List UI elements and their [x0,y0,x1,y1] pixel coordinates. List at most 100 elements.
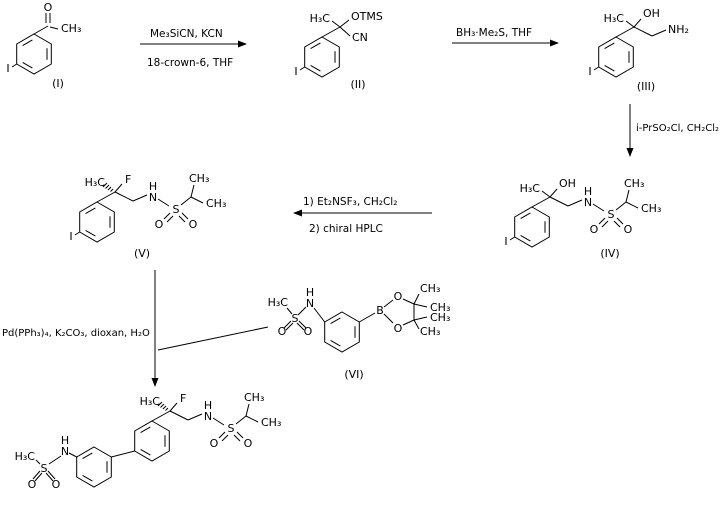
bonds [74,183,204,236]
atom-isopropyl-methyl-right: CH₃ [206,197,226,210]
atom-sulfonyl-oxygen-right: O [244,437,253,450]
bonds [283,293,428,331]
atom-isopropyl-methyl-right: CH₃ [641,202,661,215]
structure-product-right: H₃C F H N S O O CH₃ CH₃ [134,391,281,462]
atom-isopropyl-methyl-top: CH₃ [189,172,209,185]
bonds [151,402,259,442]
atom-methyl: H₃C [604,12,625,25]
atom-carbonyl-oxygen: O [44,1,53,14]
atom-nh-hydrogen: H [204,399,212,412]
atom-sulfonyl-oxygen-left: O [278,325,287,338]
structure-label-IV: (IV) [600,247,619,260]
atom-sulfonyl-oxygen-right: O [304,325,313,338]
structure-label-III: (III) [637,80,655,93]
atom-sulfonyl-oxygen-right: O [189,218,198,231]
reagent-step4-line1: 1) Et₂NSF₃, CH₂Cl₂ [303,196,397,208]
atom-pinacol-methyl-4: CH₃ [420,325,440,338]
atom-sulfonyl-oxygen-left: O [210,437,219,450]
atom-pinacol-methyl-3: CH₃ [430,311,450,324]
structure-label-I: (I) [52,77,64,90]
atom-iodine: I [294,65,297,78]
stereo-hash-bond [157,401,169,411]
atom-iodine: I [504,235,507,248]
atom-sulfonyl-oxygen-left: O [590,223,599,236]
atom-nitrogen: N [149,191,157,204]
reagent-texts: Me₃SiCN, KCN 18-crown-6, THF BH₃·Me₂S, T… [2,27,719,339]
benzene-ring [304,36,340,78]
structure-II: H₃C OTMS CN I (II) [294,10,382,91]
atom-amine: NH₂ [668,23,689,36]
atom-sulfur: S [608,208,615,221]
benzene-ring [134,420,170,462]
atom-methyl: CH₃ [61,22,81,35]
atom-methyl: H₃C [268,296,289,309]
atom-nh-hydrogen: H [584,185,592,198]
atom-methyl: H₃C [140,395,161,408]
atom-methyl: H₃C [520,182,541,195]
atom-iodine: I [588,65,591,78]
atom-iodine: I [69,230,72,243]
atom-methyl: H₃C [15,450,36,463]
atom-pinacol-methyl-1: CH₃ [420,282,440,295]
structure-label-V: (V) [134,247,150,260]
benzene-ring [324,311,360,353]
stereo-hash-bond [102,182,114,192]
atom-nitrogen: N [204,410,212,423]
atom-sulfur: S [41,462,48,475]
benzene-ring [598,36,634,78]
atom-pinacol-methyl-2: CH₃ [430,301,450,314]
atom-nh-hydrogen: H [149,180,157,193]
atom-hydroxyl: OH [559,177,576,190]
atom-sulfur: S [228,422,235,435]
atom-isopropyl-methyl-top: CH₃ [244,391,264,404]
atom-nitrogen: N [61,445,69,458]
structure-label-II: (II) [350,78,365,91]
reagent-feed-line [157,326,269,351]
structure-product-left: H₃C S O O H N [15,434,135,491]
structure-label-VI: (VI) [344,368,363,381]
reagent-step2: BH₃·Me₂S, THF [456,27,532,39]
structure-I: O CH₃ I (I) [6,1,81,90]
reagent-step3: i-PrSO₂Cl, CH₂Cl₂ [636,123,719,134]
atom-isopropyl-methyl-top: CH₃ [624,177,644,190]
bonds [11,13,59,68]
bonds [593,18,667,71]
reagent-step1-line2: 18-crown-6, THF [147,57,233,69]
atom-nitrile: CN [352,31,368,44]
bonds [509,188,639,241]
bonds [32,450,135,482]
atom-sulfonyl-oxygen-right: O [52,478,61,491]
atom-sulfonyl-oxygen-left: O [28,478,37,491]
reagent-step1-line1: Me₃SiCN, KCN [150,28,223,40]
atom-sulfur: S [173,203,180,216]
atom-isopropyl-methyl-right: CH₃ [261,416,281,429]
bonds [299,19,351,71]
atom-sulfonyl-oxygen-right: O [624,223,633,236]
atom-fluorine: F [125,173,131,186]
atom-nh-hydrogen: H [306,286,314,299]
atom-sulfonyl-oxygen-left: O [155,218,164,231]
structure-VI: H₃C S O O H N B O O CH₃ CH₃ CH₃ CH₃ (VI) [268,282,451,381]
reaction-arrows [140,39,634,387]
structure-IV: H₃C OH H N S O O CH₃ CH₃ I (IV) [504,177,661,260]
atom-boron: B [376,304,384,317]
atom-hydroxyl: OH [643,7,660,20]
structure-III: H₃C OH NH₂ I (III) [588,7,689,93]
reagent-step5: Pd(PPh₃)₄, K₂CO₃, dioxan, H₂O [2,328,150,339]
atom-boronate-oxygen-bottom: O [394,322,403,335]
benzene-ring [76,446,112,488]
atom-otms: OTMS [351,10,383,23]
atom-nh-hydrogen: H [61,434,69,447]
reagent-step4-line2: 2) chiral HPLC [309,223,383,235]
structure-V: H₃C F H N S O O CH₃ CH₃ I (V) [69,172,226,260]
atom-nitrogen: N [584,196,592,209]
atom-sulfur: S [292,312,299,325]
atom-nitrogen: N [306,297,314,310]
atom-methyl: H₃C [310,12,331,25]
atom-iodine: I [6,62,9,75]
benzene-ring [79,201,115,243]
atom-boronate-oxygen-top: O [394,290,403,303]
atom-methyl: H₃C [85,176,106,189]
